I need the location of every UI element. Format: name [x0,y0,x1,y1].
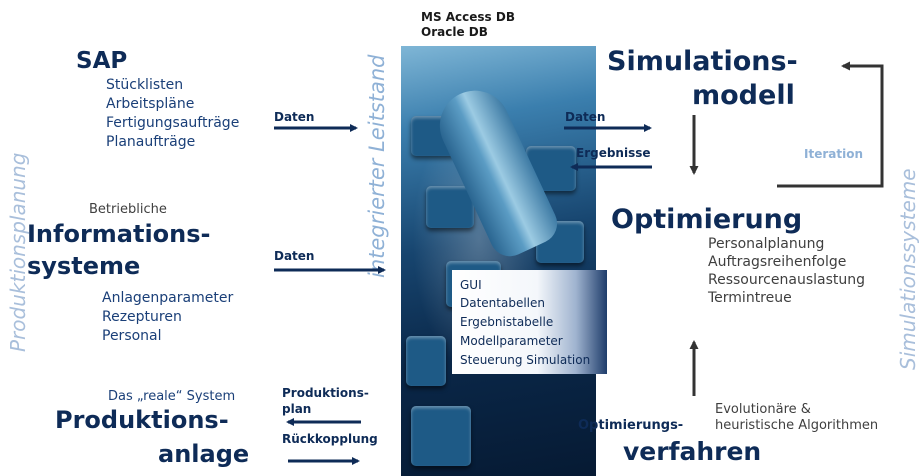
menu-item-gui: GUI [460,278,482,292]
verfahren-desc-2: heuristische Algorithmen [715,418,879,433]
opt-item: Ressourcenauslastung [708,272,866,288]
verfahren-title-2: verfahren [623,437,762,466]
sap-item: Stücklisten [106,77,184,93]
keyboard-image [401,46,596,476]
sap-arrow-label: Daten [274,110,315,124]
anlage-title-2: anlage [158,440,250,468]
opt-item: Auftragsreihenfolge [708,254,847,270]
anlage-title-1: Produktions- [55,406,229,434]
opt-item: Termintreue [708,290,792,306]
anlage-label-back: Rückkopplung [282,432,378,446]
menu-item-steuerung-simulation: Steuerung Simulation [460,353,591,367]
sap-items: Stücklisten Arbeitspläne Fertigungsauftr… [106,76,239,152]
info-item: Personal [102,328,162,344]
anlage-label-plan-1: Produktions- [282,386,369,400]
menu-box: GUI Datentabellen Ergebnistabelle Modell… [452,270,607,374]
iteration-label: Iteration [804,147,863,161]
keyboard-key [406,336,446,386]
side-label-right: Simulationssysteme [896,168,920,370]
menu-item-ergebnistabelle: Ergebnistabelle [460,315,554,329]
db-label-2: Oracle DB [421,25,488,39]
sim-title-1: Simulations- [607,46,798,77]
menu-item-modellparameter: Modellparameter [460,334,563,348]
info-item: Rezepturen [102,309,182,325]
opt-title: Optimierung [611,204,803,235]
anlage-label-plan-2: plan [282,402,312,416]
center-vertical-label: integrierter Leitstand [365,54,389,278]
menu-item-datentabellen: Datentabellen [460,296,546,310]
sim-label-ergebnisse: Ergebnisse [576,146,651,160]
sap-title: SAP [76,48,128,74]
keyboard-key [411,406,471,466]
info-pre: Betriebliche [89,202,167,217]
opt-item: Personalplanung [708,236,825,252]
sim-label-daten: Daten [565,110,606,124]
opt-items: Personalplanung Auftragsreihenfolge Ress… [708,235,865,307]
verfahren-title-1: Optimierungs- [578,418,684,433]
info-arrow-label: Daten [274,249,315,263]
info-title-2: systeme [27,252,141,280]
sap-item: Arbeitspläne [106,96,195,112]
verfahren-desc-1: Evolutionäre & [715,402,811,417]
sim-title-2: modell [692,80,795,111]
sap-item: Fertigungsaufträge [106,115,240,131]
keyboard-key [426,186,474,228]
info-item: Anlagenparameter [102,290,234,306]
anlage-pre: Das „reale“ System [108,389,236,404]
sap-item: Planaufträge [106,134,196,150]
info-title-1: Informations- [27,220,211,248]
db-label-1: MS Access DB [421,10,515,24]
info-items: Anlagenparameter Rezepturen Personal [102,289,233,346]
